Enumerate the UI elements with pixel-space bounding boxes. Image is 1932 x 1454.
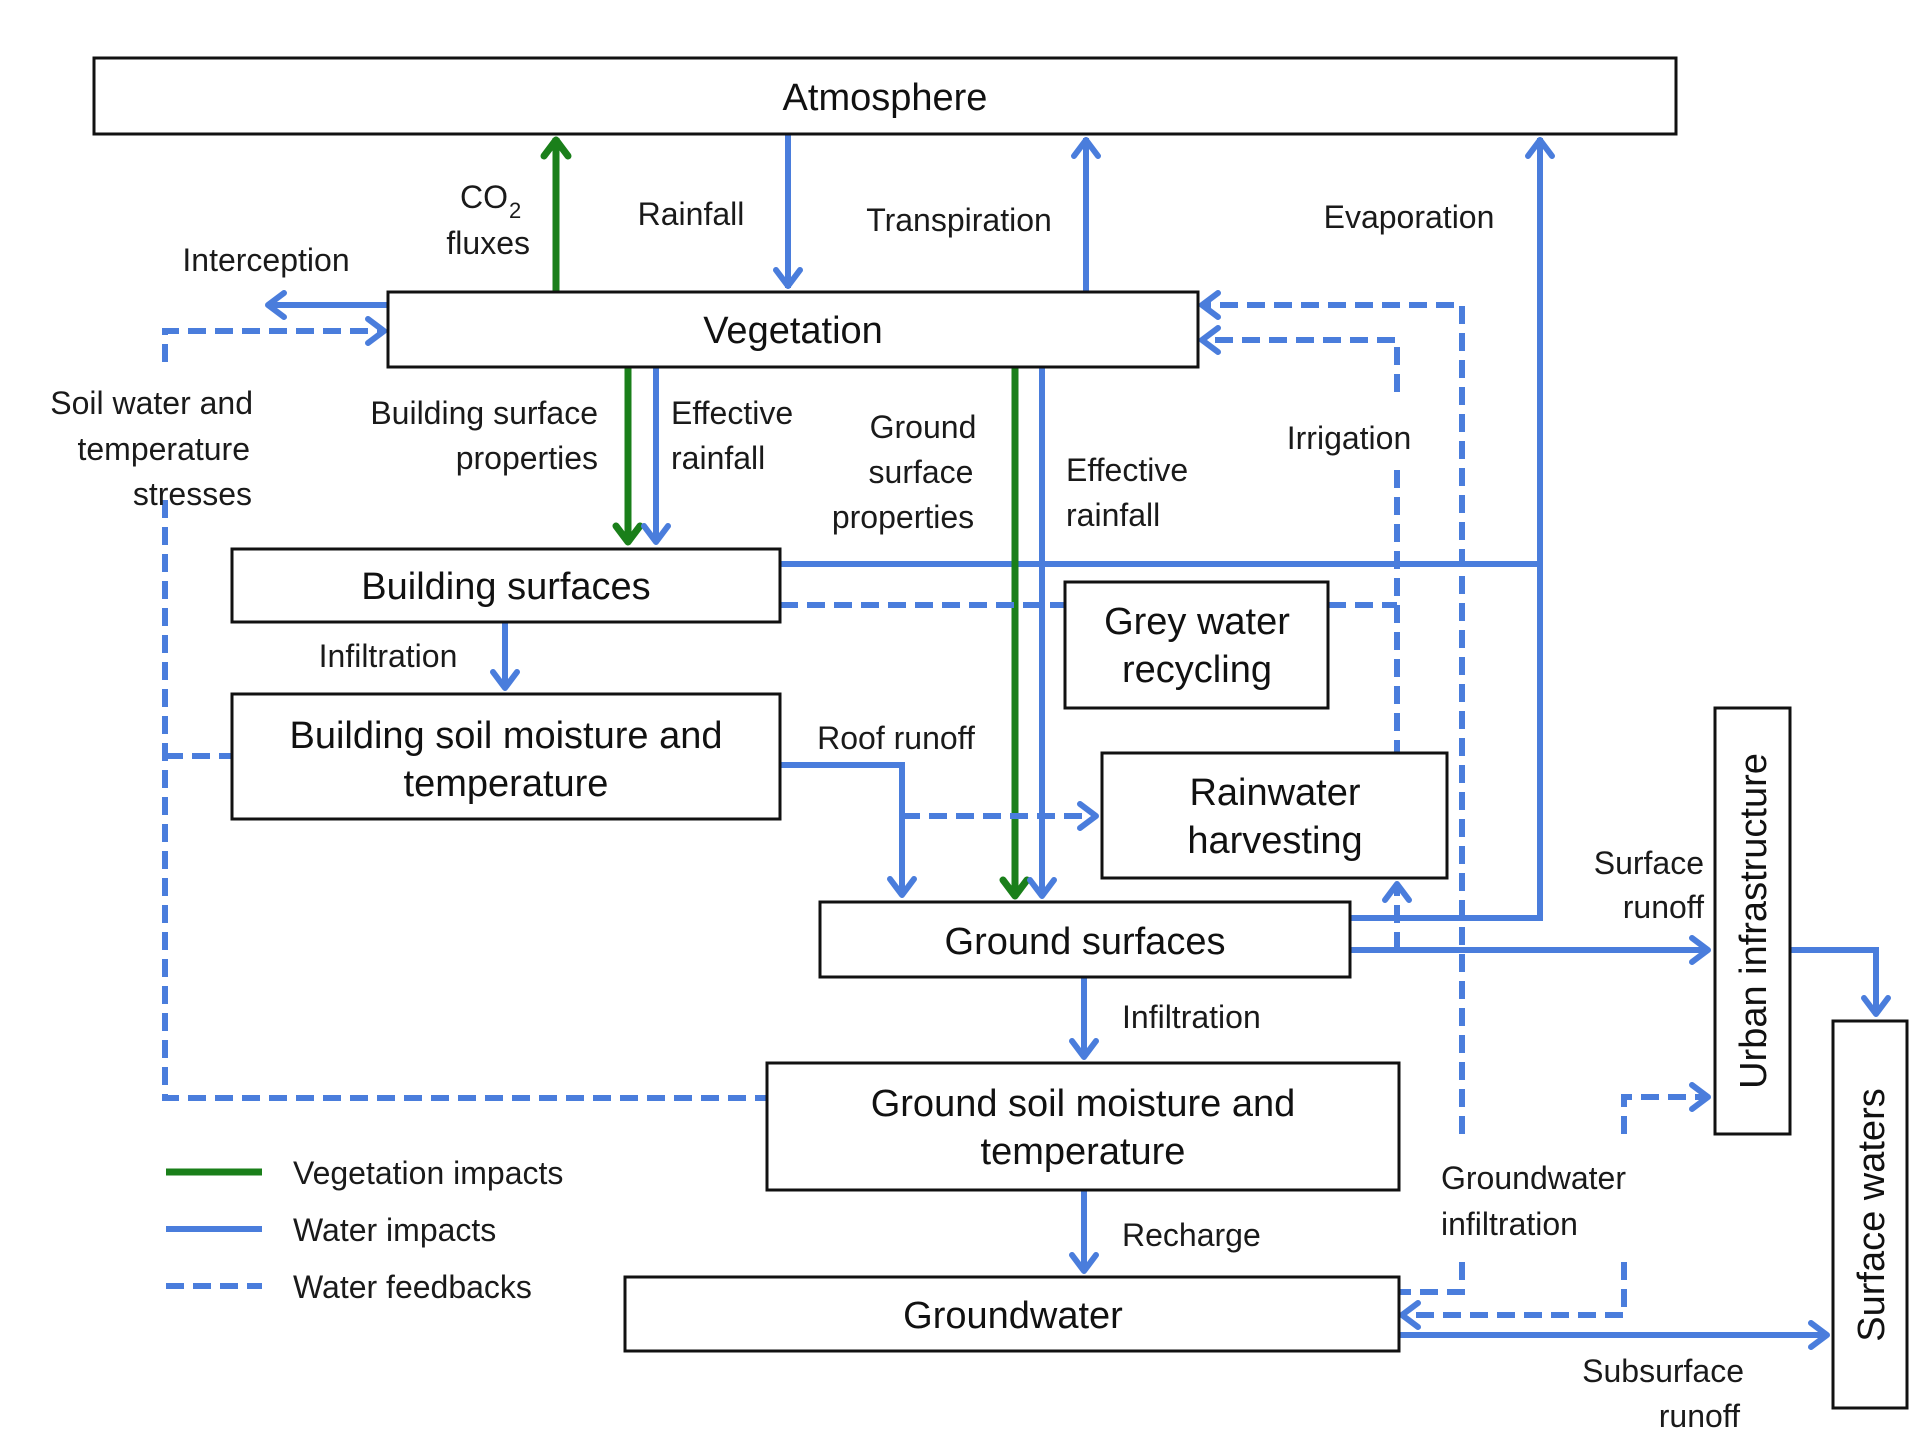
transpiration-label: Transpiration <box>866 202 1052 238</box>
transpiration-arrow <box>1071 137 1101 292</box>
svg-text:runoff: runoff <box>1623 889 1704 925</box>
svg-text:Surface: Surface <box>1594 845 1704 881</box>
legend-label: Water feedbacks <box>293 1269 532 1305</box>
building-surfaces-label: Building surfaces <box>361 566 650 608</box>
svg-text:properties: properties <box>456 440 598 476</box>
groundwater-label: Groundwater <box>903 1295 1123 1337</box>
groundwater-infiltration-feedback <box>1399 1082 1711 1330</box>
building-soil-label-line2: temperature <box>404 763 609 805</box>
legend-item-water-impacts: Water impacts <box>166 1212 496 1248</box>
ground-to-rainwater-feedback <box>1382 881 1412 950</box>
evaporation-label: Evaporation <box>1324 199 1495 235</box>
groundwater-infiltration-label: Groundwater infiltration <box>1441 1160 1626 1242</box>
urban-infrastructure-label: Urban infrastructure <box>1733 753 1775 1089</box>
building-surface-properties-arrow <box>612 367 644 546</box>
building-surface-properties-label: Building surface properties <box>370 395 598 476</box>
ground-surface-properties-arrow <box>999 367 1031 900</box>
svg-text:temperature: temperature <box>77 431 250 467</box>
ground-surface-properties-label: Ground surface properties <box>832 409 977 535</box>
svg-text:Building surface: Building surface <box>370 395 598 431</box>
building-infiltration-label: Infiltration <box>319 638 458 674</box>
building-soil-box: Building soil moisture and temperature <box>230 692 782 821</box>
soil-stresses-label: Soil water and temperature stresses <box>50 385 253 512</box>
grey-water-label-line2: recycling <box>1122 649 1272 691</box>
urban-to-surface-waters-arrow <box>1790 947 1891 1017</box>
svg-text:properties: properties <box>832 499 974 535</box>
surface-waters-label: Surface waters <box>1851 1088 1893 1341</box>
effective-rainfall-ground-label: Effective rainfall <box>1066 452 1188 533</box>
atmosphere-box: Atmosphere <box>92 56 1678 136</box>
svg-text:Soil water and: Soil water and <box>50 385 253 421</box>
svg-text:rainfall: rainfall <box>671 440 765 476</box>
co2-subscript: 2 <box>509 198 521 223</box>
irrigation-label: Irrigation <box>1287 420 1412 456</box>
connectors <box>162 134 1891 1350</box>
svg-text:infiltration: infiltration <box>1441 1206 1578 1242</box>
vegetation-box: Vegetation <box>386 290 1200 369</box>
ground-infiltration-label: Infiltration <box>1122 999 1261 1035</box>
ground-surfaces-label: Ground surfaces <box>945 921 1226 963</box>
recharge-arrow <box>1069 1190 1099 1274</box>
effective-rainfall-ground-arrow <box>1027 367 1057 899</box>
rainwater-label-line2: harvesting <box>1187 820 1362 862</box>
ground-soil-label-line1: Ground soil moisture and <box>871 1083 1296 1125</box>
grey-water-recycling-box: Grey water recycling <box>1063 580 1330 710</box>
roof-runoff-arrow <box>780 762 1099 898</box>
flow-labels: CO 2 fluxes Rainfall Transpiration Evapo… <box>50 179 1744 1434</box>
svg-text:CO: CO <box>460 179 508 215</box>
svg-text:Effective: Effective <box>1066 452 1188 488</box>
groundwater-box: Groundwater <box>623 1275 1401 1353</box>
soil-stress-feedback <box>162 316 767 1101</box>
svg-text:Ground: Ground <box>870 409 977 445</box>
subsurface-runoff-label: Subsurface runoff <box>1582 1353 1744 1434</box>
building-infiltration-arrow <box>490 622 520 691</box>
rainwater-harvesting-box: Rainwater harvesting <box>1100 751 1449 880</box>
surface-waters-box: Surface waters <box>1831 1019 1909 1410</box>
legend-label: Vegetation impacts <box>293 1155 563 1191</box>
legend-item-vegetation-impacts: Vegetation impacts <box>166 1155 563 1191</box>
svg-text:Groundwater: Groundwater <box>1441 1160 1626 1196</box>
urban-infrastructure-box: Urban infrastructure <box>1713 706 1792 1136</box>
legend: Vegetation impacts Water impacts Water f… <box>166 1155 563 1305</box>
legend-item-water-feedbacks: Water feedbacks <box>166 1269 532 1305</box>
effective-rainfall-building-arrow <box>641 367 671 545</box>
co2-fluxes-arrow <box>540 136 572 292</box>
co2-main: CO <box>460 179 508 215</box>
ground-infiltration-arrow <box>1069 977 1099 1060</box>
building-surfaces-box: Building surfaces <box>230 547 782 624</box>
building-soil-label-line1: Building soil moisture and <box>289 715 722 757</box>
ground-surfaces-box: Ground surfaces <box>818 900 1352 979</box>
effective-rainfall-building-label: Effective rainfall <box>671 395 793 476</box>
co2-fluxes-label: CO 2 fluxes <box>446 179 530 261</box>
svg-text:surface: surface <box>869 454 974 490</box>
ground-soil-box: Ground soil moisture and temperature <box>765 1061 1401 1192</box>
surface-runoff-arrow <box>1350 935 1711 965</box>
interception-arrow <box>265 290 388 320</box>
roof-runoff-label: Roof runoff <box>817 720 975 756</box>
surface-runoff-label: Surface runoff <box>1594 845 1704 925</box>
legend-label: Water impacts <box>293 1212 496 1248</box>
irrigation-feedback <box>780 290 1465 1134</box>
co2-line2: fluxes <box>446 225 530 261</box>
svg-text:Subsurface: Subsurface <box>1582 1353 1744 1389</box>
rainfall-arrow <box>773 134 803 289</box>
svg-text:stresses: stresses <box>133 476 252 512</box>
svg-text:Effective: Effective <box>671 395 793 431</box>
ground-soil-label-line2: temperature <box>981 1131 1186 1173</box>
svg-text:rainfall: rainfall <box>1066 497 1160 533</box>
recharge-label: Recharge <box>1122 1217 1261 1253</box>
interception-label: Interception <box>182 242 349 278</box>
rainfall-label: Rainfall <box>638 196 745 232</box>
evaporation-arrow <box>780 137 1555 921</box>
svg-text:runoff: runoff <box>1659 1398 1740 1434</box>
rainwater-label-line1: Rainwater <box>1189 772 1360 814</box>
subsurface-runoff-arrow <box>1399 1320 1830 1350</box>
vegetation-label: Vegetation <box>703 310 883 352</box>
grey-water-label-line1: Grey water <box>1104 601 1290 643</box>
atmosphere-label: Atmosphere <box>783 77 988 119</box>
